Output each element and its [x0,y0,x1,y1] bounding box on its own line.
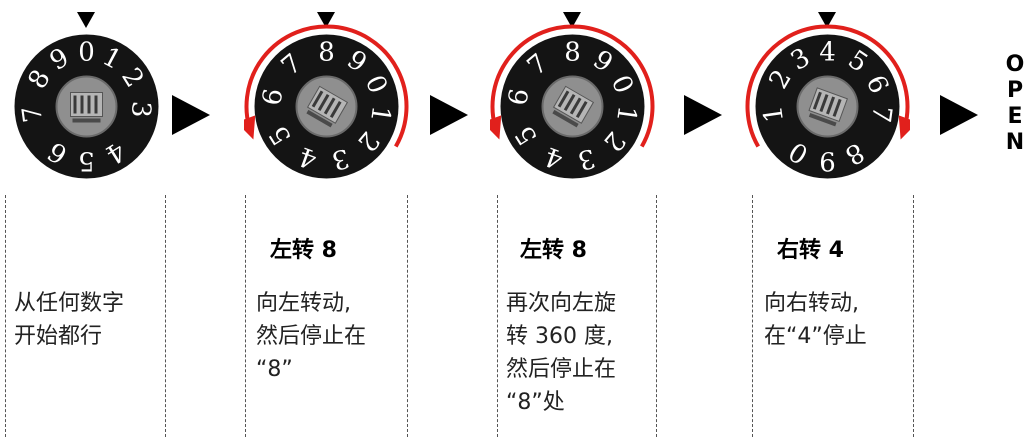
pointer-down-icon [77,12,95,28]
pointer-down-icon [317,12,335,28]
dial-digit: 3 [125,100,156,118]
next-arrow-icon [172,95,210,135]
column-divider [497,195,498,437]
pointer-down-icon [818,12,836,28]
step-title: 左转 8 [270,238,337,263]
dial-digit: 3 [329,142,353,175]
column-divider [245,195,246,437]
column-divider [656,195,657,437]
open-letter: E [1007,104,1023,129]
step-description: 从任何数字 开始都行 [14,291,125,349]
rotation-arrowhead-icon [490,115,502,140]
dial-digit: 6 [257,86,289,108]
rotation-arc [244,24,409,148]
pointer-down-icon [563,12,581,28]
hub-logo-icon [552,85,595,128]
open-letter: O [1005,52,1025,77]
column-divider [913,195,914,437]
open-label: O P E N [1003,52,1027,156]
dial-digit: 1 [758,104,790,125]
column-divider [165,195,166,437]
dial-digit: 8 [318,38,335,68]
rotation-arrowhead-icon [898,115,910,140]
hub-logo-icon [306,85,349,128]
hub-logo-icon [808,87,848,127]
dial-digit: 6 [503,86,535,108]
dial-digit: 7 [17,104,49,125]
step-description: 向左转动, 然后停止在 “8” [256,291,367,382]
step-title: 左转 8 [520,238,587,263]
column-divider [407,195,408,437]
next-arrow-icon [430,95,468,135]
open-letter: P [1006,78,1024,103]
column-divider [5,195,6,437]
rotation-arc [490,24,655,148]
dial-digit: 9 [819,146,836,176]
dial-digit: 1 [364,104,396,125]
rotation-arrowhead-icon [244,115,256,140]
dial-digit: 7 [865,104,897,125]
dial-digit: 4 [819,38,836,68]
next-arrow-icon [940,95,978,135]
dial-digit: 3 [575,142,599,175]
dial-digit: 0 [78,38,95,68]
step-description: 再次向左旋 转 360 度, 然后停止在 “8”处 [506,291,617,415]
dial-digit: 1 [610,104,642,125]
hub-logo-icon [70,92,103,123]
step-description: 向右转动, 在“4”停止 [764,291,867,349]
rotation-arc [745,24,910,148]
step-title: 右转 4 [777,238,844,263]
dial-digit: 8 [564,38,581,68]
dial-digit: 5 [78,146,95,176]
next-arrow-icon [684,95,722,135]
open-letter: N [1005,130,1025,155]
column-divider [752,195,753,437]
